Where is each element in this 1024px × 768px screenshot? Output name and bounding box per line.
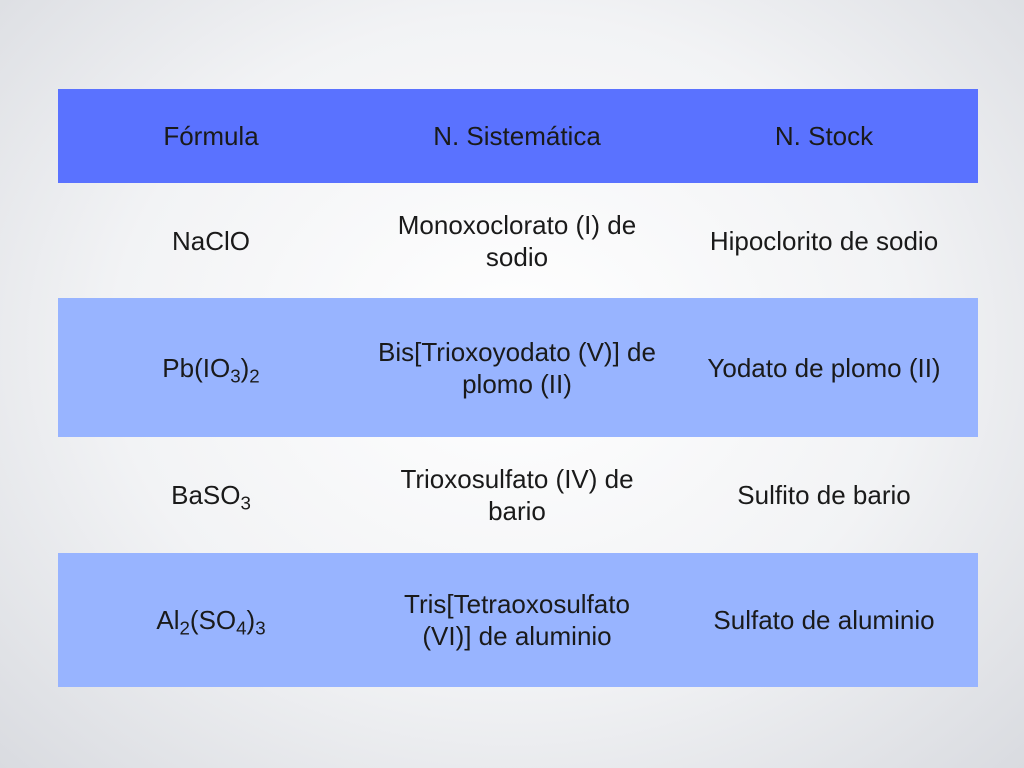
- formula-text: ): [246, 605, 256, 635]
- nomenclature-table: Fórmula N. Sistemática N. Stock NaClO Mo…: [58, 89, 978, 687]
- stock-cell: Sulfito de bario: [737, 480, 911, 510]
- table-row: NaClO Monoxoclorato (I) de sodio Hipoclo…: [58, 183, 978, 298]
- formula-subscript: 3: [230, 365, 241, 387]
- formula-cell: NaClO: [58, 183, 364, 298]
- formula-text: Pb(IO: [162, 352, 231, 383]
- formula-text: NaClO: [171, 225, 250, 256]
- formula-subscript: 3: [255, 617, 266, 639]
- sistematica-cell: Monoxoclorato (I) de sodio: [397, 209, 637, 272]
- table-header-row: Fórmula N. Sistemática N. Stock: [58, 89, 978, 183]
- formula-subscript: 2: [249, 365, 260, 387]
- formula-subscript: 2: [179, 617, 190, 639]
- sistematica-cell: Tris[Tetraoxosulfato (VI)] de aluminio: [404, 589, 630, 651]
- table-row: Pb(IO3)2 Bis[Trioxoyodato (V)] de plomo …: [58, 298, 978, 437]
- stock-cell: Hipoclorito de sodio: [709, 225, 939, 256]
- header-stock: N. Stock: [774, 121, 874, 151]
- formula-text: Al: [156, 605, 180, 635]
- formula-subscript: 4: [236, 617, 247, 639]
- formula-text: BaSO: [171, 480, 241, 510]
- formula-cell: Al2(SO4)3: [58, 553, 364, 687]
- table-row: BaSO3 Trioxosulfato (IV) de bario Sulfit…: [58, 437, 978, 553]
- header-sistematica: N. Sistemática: [433, 121, 601, 151]
- stock-cell: Sulfato de aluminio: [713, 605, 935, 635]
- header-formula: Fórmula: [163, 121, 259, 151]
- formula-text: (SO: [189, 605, 237, 635]
- formula-cell: Pb(IO3)2: [58, 298, 364, 437]
- table-row: Al2(SO4)3 Tris[Tetraoxosulfato (VI)] de …: [58, 553, 978, 687]
- sistematica-cell: Trioxosulfato (IV) de bario: [400, 464, 634, 526]
- sistematica-cell: Bis[Trioxoyodato (V)] de plomo (II): [378, 336, 656, 399]
- formula-subscript: 3: [240, 492, 251, 514]
- stock-cell: Yodato de plomo (II): [707, 352, 941, 383]
- formula-text: ): [240, 352, 250, 383]
- formula-cell: BaSO3: [58, 437, 364, 553]
